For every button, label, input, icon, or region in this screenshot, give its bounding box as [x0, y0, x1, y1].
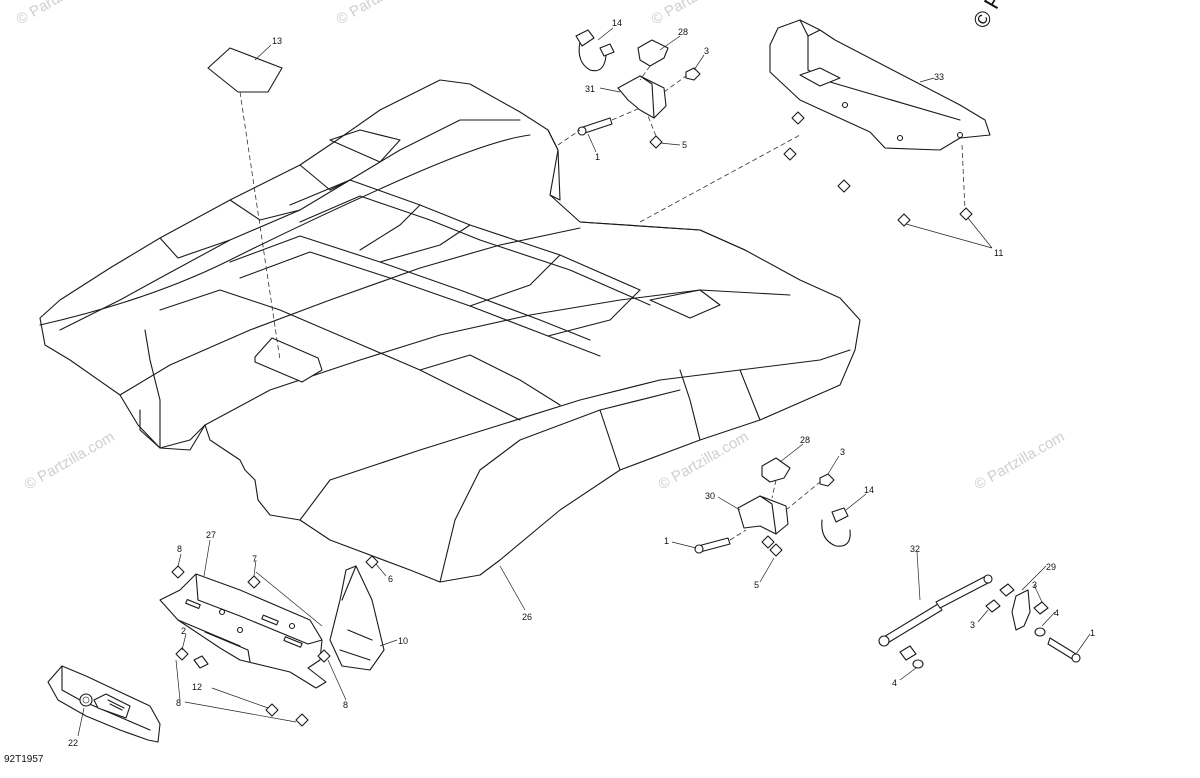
callout-3: 3: [1032, 580, 1037, 590]
side-bracket-assembly: [694, 457, 851, 557]
leader-lines: [77, 27, 1091, 737]
callout-3: 3: [840, 447, 845, 457]
callout-6: 6: [388, 574, 393, 584]
rear-panel-33: [639, 19, 991, 227]
callout-29: 29: [1046, 562, 1056, 572]
callout-27: 27: [206, 530, 216, 540]
callout-8: 8: [176, 698, 181, 708]
gas-strut-assembly: [878, 574, 1081, 669]
callout-28: 28: [800, 435, 810, 445]
callout-11: 11: [994, 248, 1003, 258]
callout-8: 8: [177, 544, 182, 554]
callouts: 13 14 28 3 31 1 5 33 11 28 3 30 14 1 5 2…: [68, 18, 1095, 748]
callout-8: 8: [343, 700, 348, 710]
callout-26: 26: [522, 612, 532, 622]
callout-4: 4: [892, 678, 897, 688]
callout-22: 22: [68, 738, 78, 748]
callout-13: 13: [272, 36, 282, 46]
release-handle-22: [47, 665, 161, 743]
callout-3: 3: [970, 620, 975, 630]
mount-bracket-27: [159, 555, 379, 727]
callout-2: 2: [181, 626, 186, 636]
callout-14: 14: [864, 485, 874, 495]
watermark: © Partzilla.com: [972, 428, 1068, 493]
callout-10: 10: [398, 636, 408, 646]
strap-10: [329, 565, 385, 671]
copyright-mark: © Pa: [968, 0, 1015, 33]
callout-33: 33: [934, 72, 944, 82]
callout-5: 5: [754, 580, 759, 590]
watermark: © Partzilla.com: [14, 0, 110, 28]
watermark: © Partzilla.com: [334, 0, 430, 28]
watermark: © Partzilla.com: [22, 428, 118, 493]
callout-1: 1: [664, 536, 669, 546]
decal-13: [207, 47, 283, 361]
diagram-code: 92T1957: [4, 754, 44, 765]
decal-recess: [254, 337, 323, 383]
callout-30: 30: [705, 491, 715, 501]
watermark: © Partzilla.com: [649, 0, 745, 28]
callout-32: 32: [910, 544, 920, 554]
callout-14: 14: [612, 18, 622, 28]
callout-5: 5: [682, 140, 687, 150]
callout-3: 3: [704, 46, 709, 56]
callout-12: 12: [192, 682, 202, 692]
callout-28: 28: [678, 27, 688, 37]
front-bracket-assembly: [557, 29, 701, 149]
callout-4: 4: [1054, 608, 1059, 618]
callout-1: 1: [1090, 628, 1095, 638]
callout-1: 1: [595, 152, 600, 162]
roof-panel: [39, 79, 861, 583]
callout-31: 31: [585, 84, 595, 94]
callout-7: 7: [252, 554, 257, 564]
